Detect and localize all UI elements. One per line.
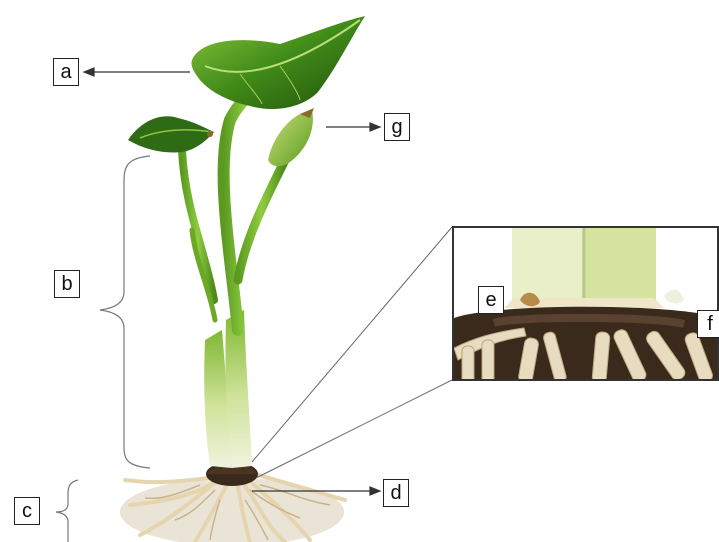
petiole-base bbox=[204, 310, 252, 468]
leaf-bud bbox=[268, 108, 314, 166]
bracket-c bbox=[56, 480, 78, 542]
label-g: g bbox=[384, 113, 410, 141]
zoom-lines bbox=[252, 227, 452, 478]
label-d: d bbox=[383, 479, 409, 507]
bracket-b bbox=[100, 156, 150, 468]
main-leaf bbox=[191, 16, 365, 109]
label-e: e bbox=[478, 286, 504, 314]
small-leaf bbox=[128, 116, 214, 152]
label-a: a bbox=[53, 58, 79, 86]
label-c: c bbox=[14, 497, 40, 525]
label-b: b bbox=[54, 270, 80, 298]
petioles bbox=[182, 80, 285, 330]
label-f: f bbox=[697, 310, 719, 338]
root-system bbox=[120, 462, 345, 542]
